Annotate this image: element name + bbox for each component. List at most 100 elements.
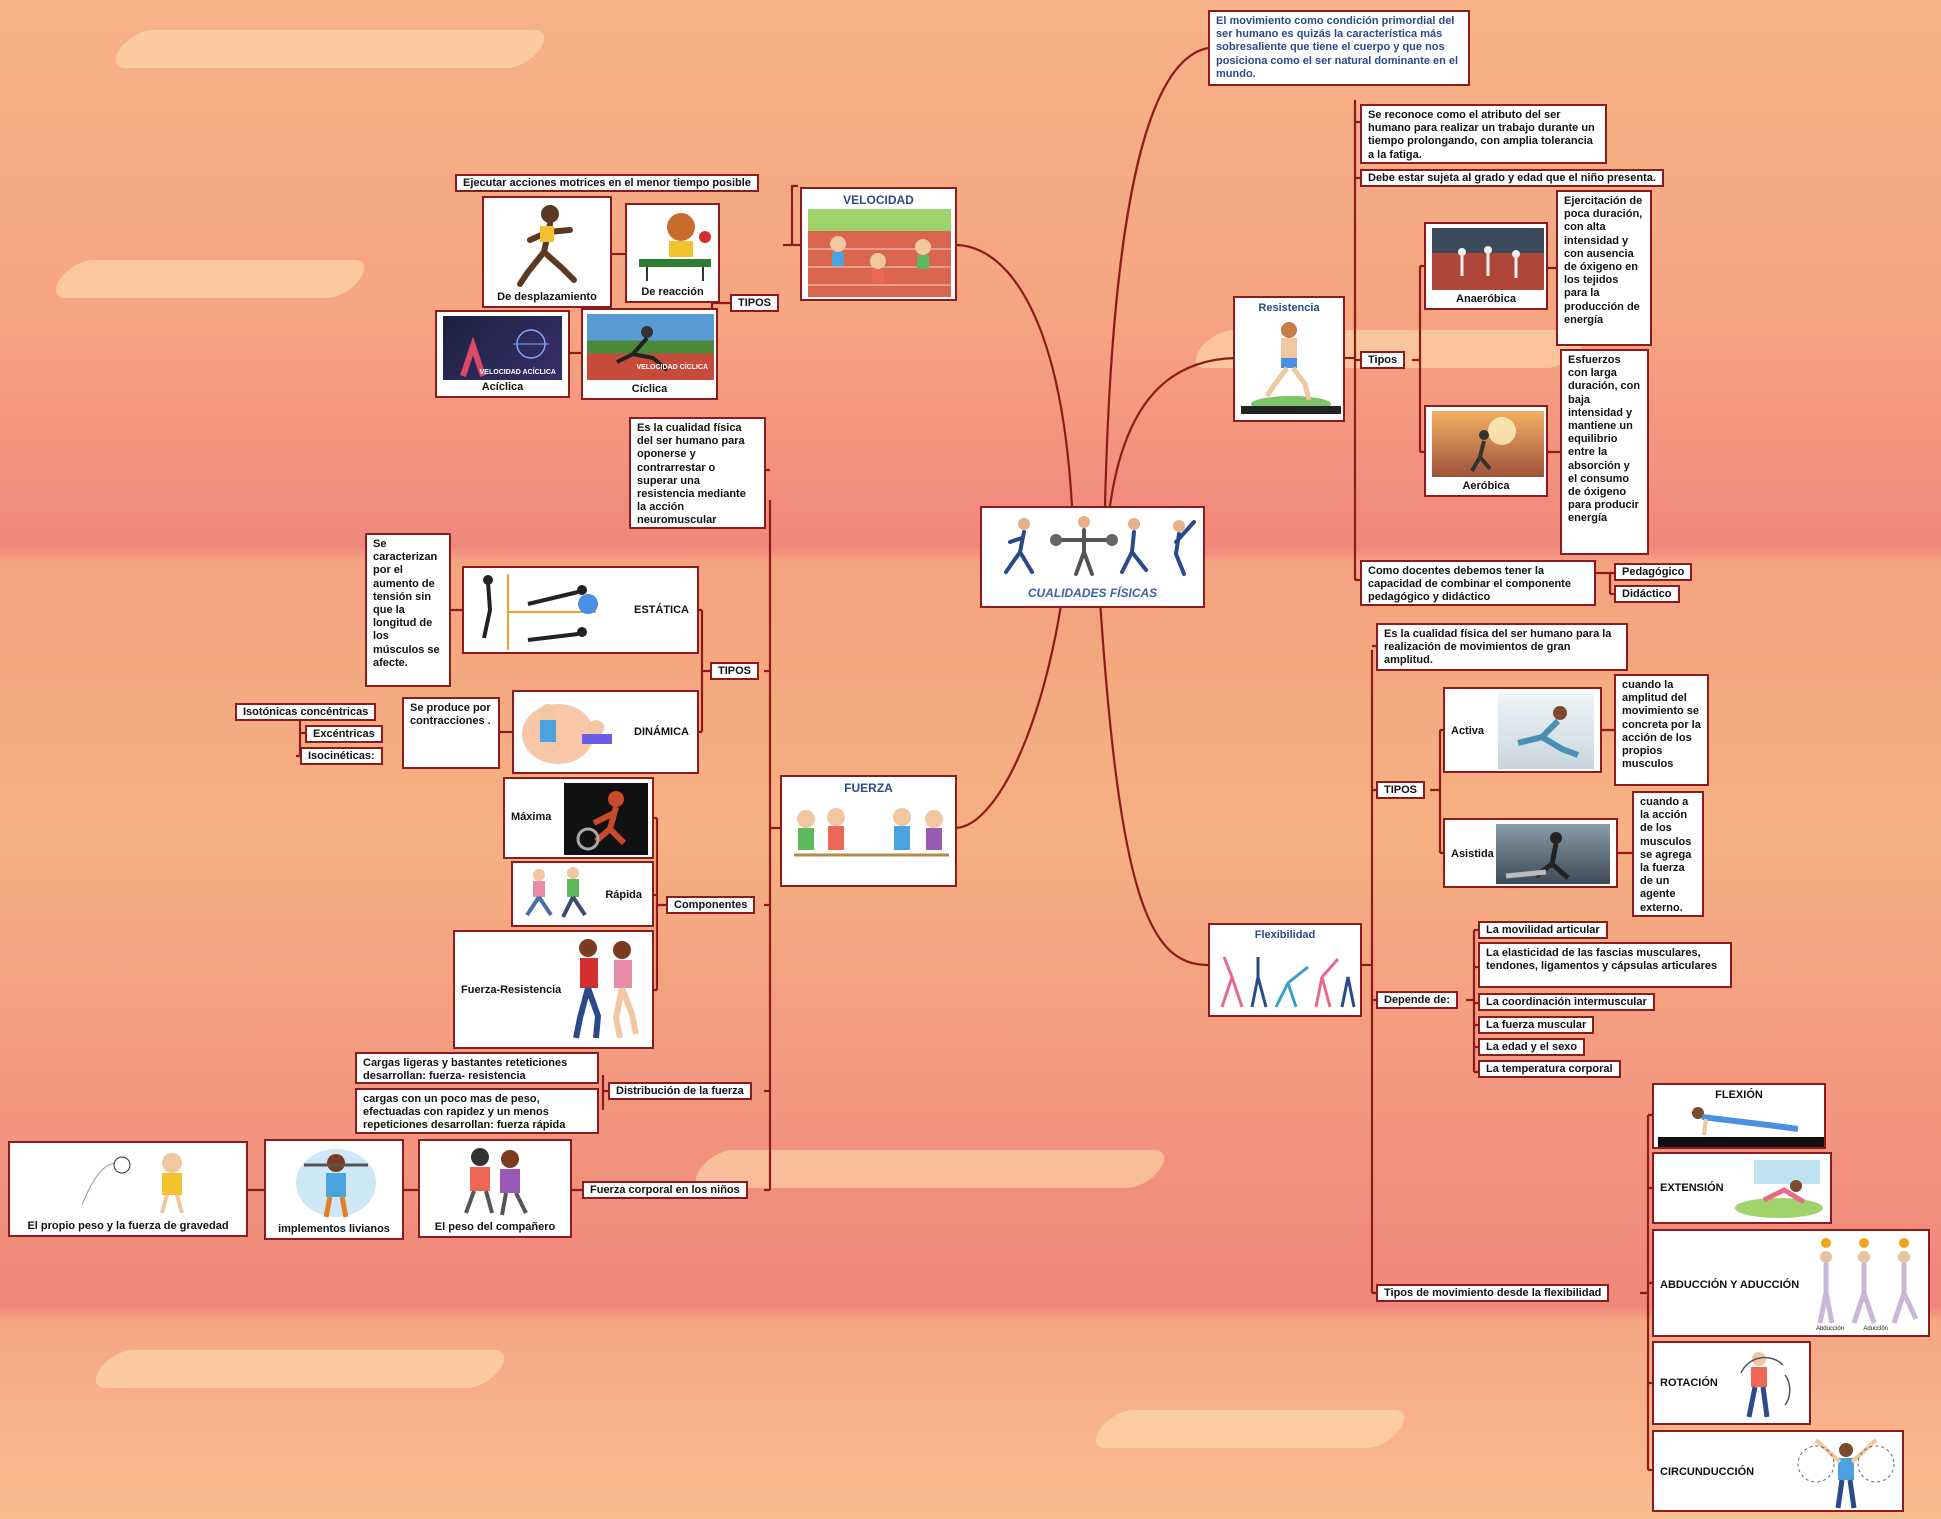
aerobica-label: Aeróbica <box>1462 479 1510 492</box>
ninos-propio-peso-label: El propio peso y la fuerza de gravedad <box>27 1219 229 1232</box>
tipo-ciclica[interactable]: VELOCIDAD CÍCLICA Cíclica <box>581 308 718 400</box>
ninos-companero-label: El peso del compañero <box>434 1220 556 1233</box>
ping-pong-icon <box>639 213 711 281</box>
flexibilidad-definition: Es la cualidad física del ser humano par… <box>1376 623 1628 671</box>
tipo-desplazamiento[interactable]: De desplazamiento <box>482 196 612 308</box>
mov-flexion-label: FLEXIÓN <box>1715 1089 1763 1101</box>
runner-icon <box>517 205 577 287</box>
tipo-desplazamiento-label: De desplazamiento <box>497 290 597 303</box>
yoga-poses-icon <box>1220 956 1356 1008</box>
mov-extension[interactable]: EXTENSIÓN <box>1652 1152 1832 1224</box>
mov-circunduccion[interactable]: CIRCUNDUCCIÓN <box>1652 1430 1904 1512</box>
assisted-stretch-image <box>1496 824 1610 884</box>
sprinter-start-icon <box>616 326 669 372</box>
dinamica-node[interactable]: DINÁMICA <box>512 690 699 774</box>
plank-icon <box>482 574 598 650</box>
partner-stretch-icon <box>1505 832 1570 880</box>
activa-label: Activa <box>1451 725 1485 737</box>
sprinters-icon <box>1458 246 1520 278</box>
componente-rapida[interactable]: Rápida <box>511 861 654 927</box>
mov-abduccion[interactable]: ABDUCCIÓN Y ADUCCIÓN Abducción Aducción <box>1652 1229 1930 1337</box>
athletes-icon <box>1004 516 1196 576</box>
sprint-race-image <box>1432 228 1544 290</box>
flexibilidad-node[interactable]: Flexibilidad <box>1208 923 1362 1017</box>
velocidad-node[interactable]: VELOCIDAD <box>800 187 957 301</box>
running-couple-icon <box>573 939 639 1039</box>
resistencia-node[interactable]: Resistencia <box>1233 296 1345 422</box>
abd-label-2: Aducción <box>1863 1325 1888 1332</box>
tipo-reaccion-label: De reacción <box>641 285 704 298</box>
componentes-label[interactable]: Componentes <box>666 896 756 914</box>
ciclica-image: VELOCIDAD CÍCLICA <box>587 314 714 380</box>
movimientos-label[interactable]: Tipos de movimiento desde la flexibilida… <box>1376 1284 1610 1302</box>
depende-movilidad: La movilidad articular <box>1478 921 1608 939</box>
mov-rotacion-label: ROTACIÓN <box>1660 1377 1718 1389</box>
kid-dumbbell-icon <box>296 1149 376 1218</box>
resistencia-title: Resistencia <box>1258 302 1320 314</box>
anaerobica-node[interactable]: Anaeróbica <box>1424 222 1548 310</box>
aciclica-image-text: VELOCIDAD ACÍCLICA <box>479 368 556 376</box>
activa-desc: cuando la amplitud del movimiento se con… <box>1614 674 1709 786</box>
activa-node[interactable]: Activa <box>1443 687 1602 773</box>
lunge-exercise-icon <box>525 867 587 918</box>
ninos-companero[interactable]: El peso del compañero <box>418 1139 572 1238</box>
contraccion-isocineticas: Isocinéticas: <box>300 747 383 765</box>
resistencia-note: Debe estar sujeta al grado y edad que el… <box>1360 169 1664 187</box>
contraccion-excentricas: Excéntricas <box>305 725 383 743</box>
sprinter-legs-icon <box>460 329 549 377</box>
stretch-pose-icon <box>1517 706 1580 758</box>
estatica-desc: Se caracterizan por el aumento de tensió… <box>365 533 451 687</box>
center-title: CUALIDADES FÍSICAS <box>1027 585 1158 600</box>
anaerobica-desc: Ejercitación de poca duración, con alta … <box>1556 190 1652 346</box>
jogging-image <box>1432 411 1544 477</box>
resistencia-definition: Se reconoce como el atributo del ser hum… <box>1360 104 1607 164</box>
depende-temperatura: La temperatura corporal <box>1478 1060 1621 1078</box>
ninos-implementos[interactable]: implementos livianos <box>264 1139 404 1240</box>
depende-coordinacion: La coordinación intermuscular <box>1478 993 1655 1011</box>
aerobica-node[interactable]: Aeróbica <box>1424 405 1548 497</box>
dumbbell-icon <box>576 791 627 851</box>
flexibilidad-tipos-label[interactable]: TIPOS <box>1376 781 1426 799</box>
asistida-label: Asistida <box>1451 848 1494 860</box>
stretch-extension-icon <box>1735 1160 1823 1218</box>
exercise-kids-icon <box>522 704 612 764</box>
weightlifter-image <box>564 783 648 855</box>
tipo-aciclica-label: Acíclica <box>481 380 524 393</box>
fuerza-definition: Es la cualidad física del ser humano par… <box>629 417 766 529</box>
componente-rapida-label: Rápida <box>605 889 642 901</box>
tipo-aciclica[interactable]: VELOCIDAD ACÍCLICA Acíclica <box>435 310 570 398</box>
ninos-propio-peso[interactable]: El propio peso y la fuerza de gravedad <box>8 1141 248 1237</box>
componente-fuerza-resistencia-label: Fuerza-Resistencia <box>461 984 562 996</box>
contraccion-isotonicas: Isotónicas concéntricas <box>235 703 377 721</box>
componente-maxima[interactable]: Máxima <box>503 777 654 859</box>
ninos-label[interactable]: Fuerza corporal en los niños <box>582 1181 748 1199</box>
aciclica-image: VELOCIDAD ACÍCLICA <box>443 316 562 380</box>
fuerza-tipos-label[interactable]: TIPOS <box>710 662 760 680</box>
asistida-desc: cuando a la acción de los musculos se ag… <box>1632 791 1704 917</box>
aerobica-desc: Esfuerzos con larga duración, con baja i… <box>1560 349 1649 555</box>
depende-fuerza: La fuerza muscular <box>1478 1016 1595 1034</box>
distribucion-label[interactable]: Distribución de la fuerza <box>608 1082 752 1100</box>
depende-elasticidad: La elasticidad de las fascias musculares… <box>1478 942 1732 988</box>
circumduction-icon <box>1797 1438 1895 1509</box>
pushup-icon <box>1658 1107 1824 1147</box>
kids-running-icon <box>808 236 951 286</box>
mov-rotacion[interactable]: ROTACIÓN <box>1652 1341 1811 1425</box>
componente-didactico: Didáctico <box>1614 585 1680 603</box>
docentes-text: Como docentes debemos tener la capacidad… <box>1360 560 1596 606</box>
resistencia-tipos-label[interactable]: Tipos <box>1360 351 1406 369</box>
tipo-reaccion[interactable]: De reacción <box>625 203 720 303</box>
asistida-node[interactable]: Asistida <box>1443 818 1618 888</box>
depende-label[interactable]: Depende de: <box>1376 991 1459 1009</box>
anaerobica-label: Anaeróbica <box>1456 292 1516 305</box>
componente-fuerza-resistencia[interactable]: Fuerza-Resistencia <box>453 930 654 1049</box>
mov-circunduccion-label: CIRCUNDUCCIÓN <box>1660 1466 1755 1478</box>
ciclica-image-text: VELOCIDAD CÍCLICA <box>636 363 708 371</box>
center-node[interactable]: CUALIDADES FÍSICAS <box>980 506 1205 608</box>
dinamica-label: DINÁMICA <box>634 726 689 738</box>
velocidad-tipos-label[interactable]: TIPOS <box>730 294 780 312</box>
mov-flexion[interactable]: FLEXIÓN <box>1652 1083 1826 1149</box>
estatica-node[interactable]: ESTÁTICA <box>462 566 699 654</box>
velocidad-title: VELOCIDAD <box>843 193 914 207</box>
fuerza-node[interactable]: FUERZA <box>780 775 957 887</box>
